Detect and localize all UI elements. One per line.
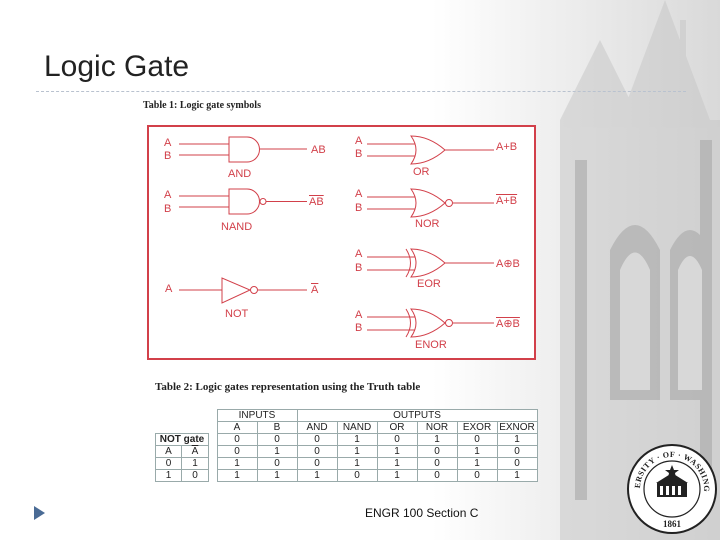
table-cell: 0 — [496, 445, 538, 458]
table-cell: 1 — [296, 469, 338, 482]
footer-text: ENGR 100 Section C — [365, 506, 479, 520]
table-cell: 0 — [376, 433, 418, 446]
nor-gate-symbol — [367, 188, 494, 218]
table-cell: 1 — [456, 457, 498, 470]
table-row: 1 0 1 1 1 0 1 0 0 1 — [155, 469, 538, 482]
not-cell: 0 — [181, 469, 209, 482]
and-name: AND — [228, 168, 252, 180]
col-header-b: B — [256, 421, 298, 434]
table-cell: 0 — [496, 457, 538, 470]
nand-output: AB — [309, 196, 324, 208]
not-col-header-a: A — [155, 445, 182, 458]
outputs-group-header: OUTPUTS — [296, 409, 538, 422]
table-cell: 0 — [296, 457, 338, 470]
xor-gate-symbol — [367, 248, 494, 278]
nor-output: A+B — [496, 195, 518, 207]
or-name: OR — [413, 166, 430, 178]
inputs-group-header: INPUTS — [216, 409, 298, 422]
and-input-a: A — [164, 137, 172, 149]
xor-name: EOR — [417, 278, 441, 290]
table-cell: 0 — [416, 457, 458, 470]
table-cell: 0 — [416, 469, 458, 482]
or-input-b: B — [355, 148, 363, 160]
nand-input-a: A — [164, 189, 172, 201]
not-output: A — [311, 284, 319, 296]
table-cell: 1 — [376, 445, 418, 458]
xnor-input-a: A — [355, 309, 363, 321]
nand-name: NAND — [221, 221, 253, 233]
table-cell: 1 — [376, 469, 418, 482]
xor-output: A⊕B — [496, 258, 520, 270]
not-gate-symbol — [179, 277, 307, 304]
and-input-b: B — [164, 150, 172, 162]
nand-gate-symbol — [179, 188, 307, 215]
table-cell: 1 — [336, 433, 378, 446]
col-header-exor: EXOR — [456, 421, 498, 434]
not-cell: 1 — [155, 469, 182, 482]
xnor-input-b: B — [355, 322, 363, 334]
col-header-exnor: EXNOR — [496, 421, 538, 434]
nor-name: NOR — [415, 218, 440, 230]
xor-input-a: A — [355, 248, 363, 260]
svg-text:1861: 1861 — [663, 519, 682, 529]
not-col-header-a-bar: A — [181, 445, 209, 458]
xnor-name: ENOR — [415, 339, 447, 351]
or-output: A+B — [496, 141, 518, 153]
university-seal-logo: UNIVERSITY · OF · WASHINGTON 1861 — [626, 443, 717, 534]
logic-gate-symbols-figure: A B AB AND A B AB NAND A A NOT A B A+B O… — [147, 125, 536, 360]
table-cell: 0 — [416, 445, 458, 458]
col-header-and: AND — [296, 421, 338, 434]
table-cell: 1 — [456, 445, 498, 458]
table-cell: 1 — [376, 457, 418, 470]
table-row: A A 0 1 0 1 1 0 1 0 — [155, 445, 538, 458]
table-cell: 0 — [256, 433, 298, 446]
and-output: AB — [311, 144, 326, 156]
nand-input-b: B — [164, 203, 172, 215]
or-input-a: A — [355, 135, 363, 147]
not-cell: 0 — [155, 457, 182, 470]
col-header-or: OR — [376, 421, 418, 434]
nor-input-b: B — [355, 202, 363, 214]
table2-caption: Table 2: Logic gates representation usin… — [155, 381, 421, 393]
bullet-arrow-icon — [34, 506, 45, 520]
gate-symbols-drawing — [179, 135, 494, 338]
table-cell: 0 — [216, 445, 258, 458]
xor-input-b: B — [355, 262, 363, 274]
table-cell: 1 — [216, 469, 258, 482]
table-row: 0 1 1 0 0 1 1 0 1 0 — [155, 457, 538, 470]
nor-input-a: A — [355, 188, 363, 200]
table-cell: 0 — [336, 469, 378, 482]
table-cell: 0 — [296, 433, 338, 446]
and-gate-symbol — [179, 136, 307, 163]
title-divider — [36, 91, 686, 92]
xnor-gate-symbol — [367, 308, 494, 338]
col-header-a: A — [216, 421, 258, 434]
table-cell: 1 — [216, 457, 258, 470]
table-cell: 1 — [496, 469, 538, 482]
not-cell: 1 — [181, 457, 209, 470]
table-cell: 1 — [256, 445, 298, 458]
truth-table: INPUTS OUTPUTS A B AND NAND OR NOR EXOR … — [155, 409, 538, 482]
table-cell: 1 — [256, 469, 298, 482]
xnor-output: A⊕B — [496, 318, 520, 330]
table-cell: 0 — [216, 433, 258, 446]
not-gate-title: NOT gate — [155, 433, 209, 446]
table-cell: 0 — [456, 469, 498, 482]
table1-caption: Table 1: Logic gate symbols — [143, 100, 261, 111]
table-cell: 0 — [256, 457, 298, 470]
table-cell: 0 — [296, 445, 338, 458]
table-cell: 1 — [416, 433, 458, 446]
table-row: NOT gate 0 0 0 1 0 1 0 1 — [155, 433, 538, 446]
or-gate-symbol — [367, 135, 494, 165]
col-header-nor: NOR — [416, 421, 458, 434]
table-cell: 1 — [336, 445, 378, 458]
not-name: NOT — [225, 308, 249, 320]
not-input-a: A — [165, 283, 173, 295]
col-header-nand: NAND — [336, 421, 378, 434]
table-cell: 1 — [336, 457, 378, 470]
table-cell: 0 — [456, 433, 498, 446]
slide-title: Logic Gate — [44, 50, 190, 83]
table-cell: 1 — [496, 433, 538, 446]
